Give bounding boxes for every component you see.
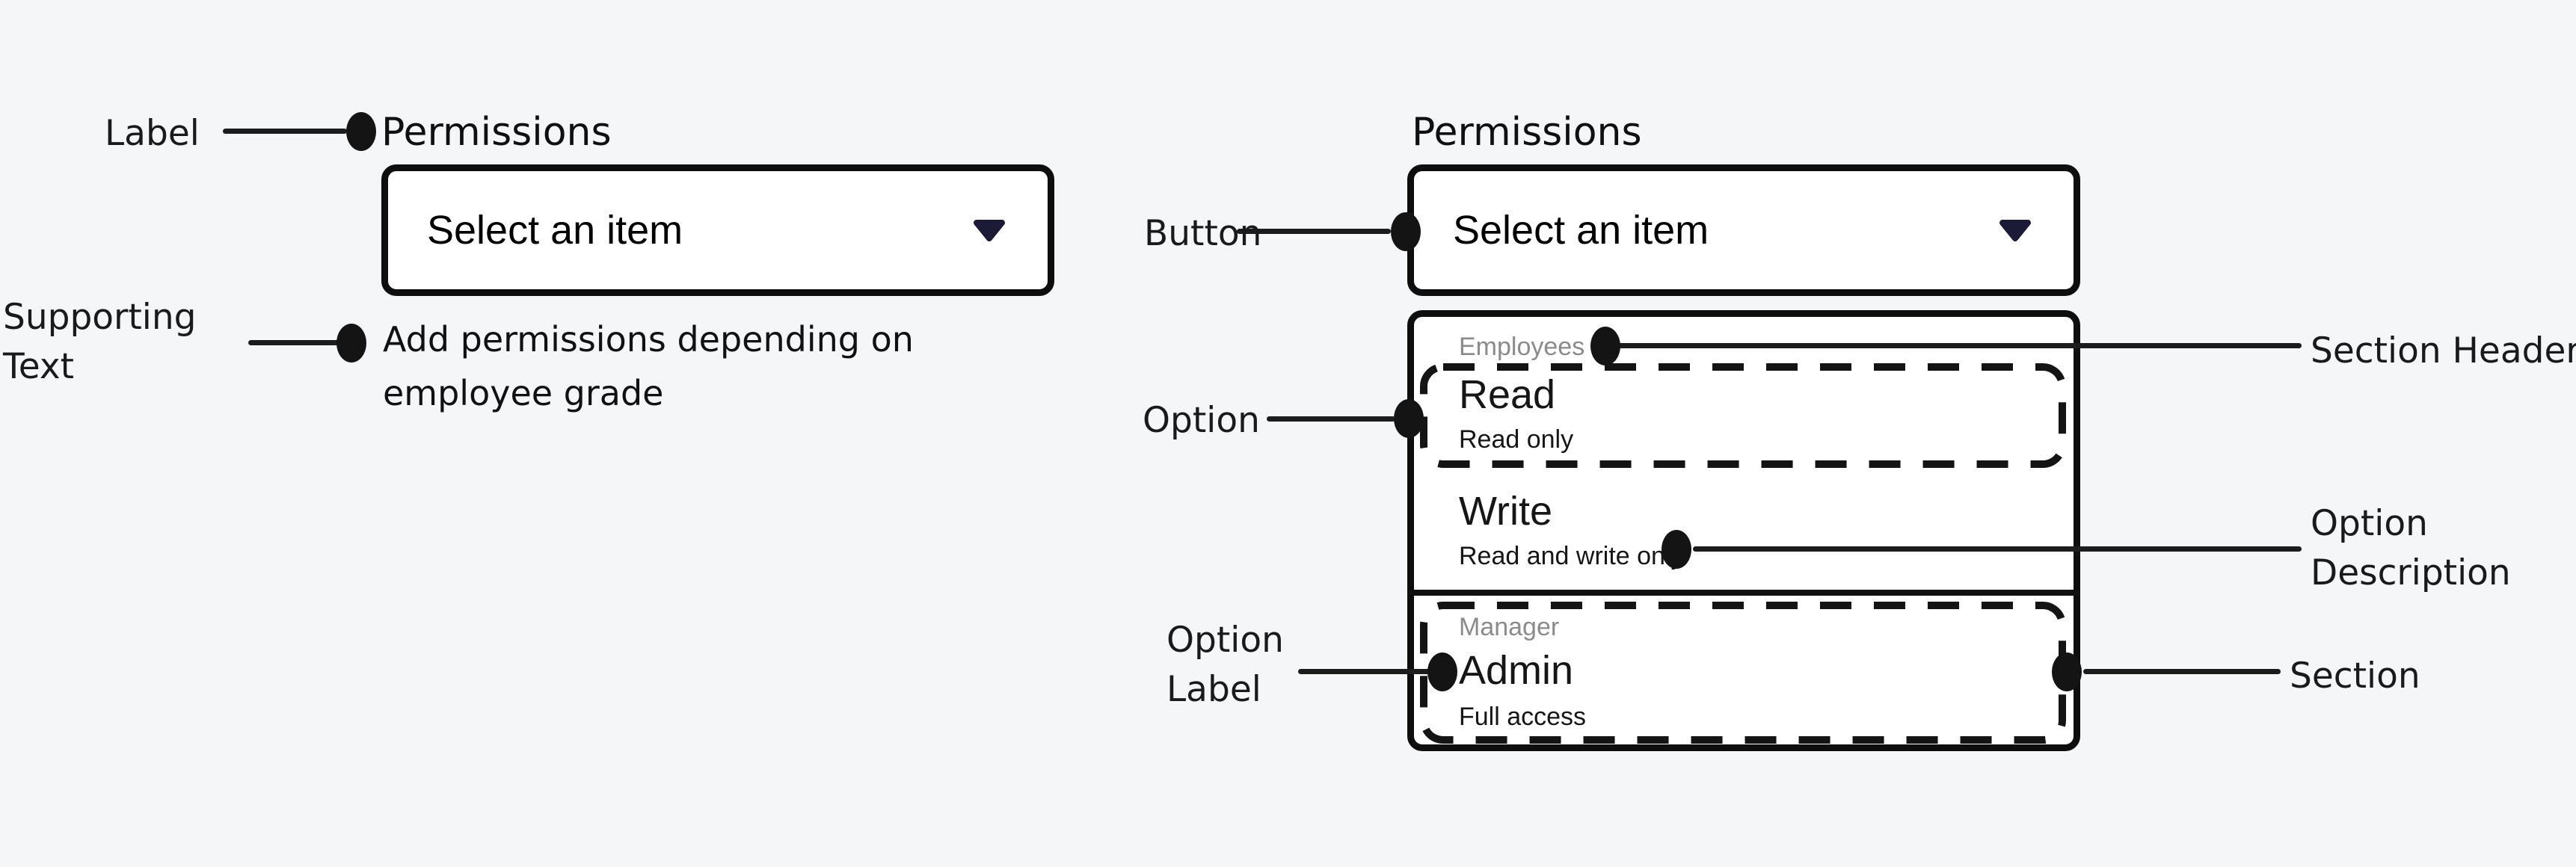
section-header-employees: Employees <box>1459 333 1585 361</box>
dashed-outline <box>1420 602 2066 744</box>
annotation-supporting-text-line1: Supporting <box>3 297 197 338</box>
connector-dot <box>1394 399 1424 438</box>
annotation-label: Label <box>105 113 200 154</box>
select-button-label: Select an item <box>427 208 683 253</box>
annotation-supporting-text: Supporting Text <box>3 293 196 392</box>
connector-line <box>2083 669 2281 674</box>
annotation-button: Button <box>1144 213 1262 254</box>
supporting-text-line1: Add permissions depending on <box>383 319 914 360</box>
connector-dot <box>1590 327 1620 365</box>
annotation-option-label-line2: Label <box>1166 669 1261 710</box>
annotation-section-header: Section Header <box>2311 330 2576 371</box>
connector-dot <box>2052 652 2082 691</box>
option-label-read: Read <box>1459 372 1556 417</box>
select-button[interactable]: Select an item <box>381 164 1054 296</box>
option-label-admin: Admin <box>1459 648 1574 693</box>
connector-dot <box>1391 212 1421 251</box>
annotation-option-description: Option Description <box>2311 499 2511 598</box>
select-button[interactable]: Select an item <box>1407 164 2080 296</box>
supporting-text: Add permissions depending on employee gr… <box>383 312 914 420</box>
connector-line <box>223 129 347 134</box>
connector-line <box>1615 343 2302 348</box>
option-write[interactable]: Write Read and write only <box>1459 489 1684 571</box>
connector-line <box>1693 546 2302 552</box>
annotation-section: Section <box>2290 655 2420 697</box>
annotation-option-description-line2: Description <box>2311 552 2511 593</box>
option-read[interactable]: Read Read only <box>1420 363 2066 468</box>
option-description-admin: Full access <box>1459 703 1587 731</box>
dashed-outline <box>1420 363 2066 468</box>
annotation-supporting-text-line2: Text <box>3 346 75 387</box>
annotation-option-description-line1: Option <box>2311 503 2428 544</box>
option-description-read: Read only <box>1459 425 1574 454</box>
option-label-write: Write <box>1459 489 1553 534</box>
option-description-write: Read and write only <box>1459 542 1684 570</box>
annotation-option: Option <box>1143 400 1260 441</box>
section-divider <box>1407 590 2080 596</box>
field-label: Permissions <box>1412 110 1642 155</box>
connector-dot <box>1662 530 1691 569</box>
menu-section-manager: Manager Admin Full access <box>1420 602 2066 744</box>
connector-dot <box>336 324 366 362</box>
chevron-down-icon <box>1998 218 2032 242</box>
select-button-label: Select an item <box>1453 208 1709 253</box>
option-admin[interactable]: Admin Full access <box>1459 648 1586 732</box>
annotation-option-label: Option Label <box>1166 616 1284 715</box>
connector-line <box>1298 669 1431 674</box>
connector-dot <box>346 112 376 151</box>
connector-dot <box>1427 652 1457 691</box>
connector-line <box>1237 229 1391 234</box>
connector-line <box>248 340 341 345</box>
connector-line <box>1267 416 1395 422</box>
dropdown-menu: Employees Read Read only Write Read and … <box>1407 310 2080 751</box>
chevron-down-icon <box>972 218 1006 242</box>
field-label: Permissions <box>381 110 612 155</box>
annotation-option-label-line1: Option <box>1166 620 1284 661</box>
section-header-manager: Manager <box>1459 613 1560 641</box>
supporting-text-line2: employee grade <box>383 373 664 413</box>
